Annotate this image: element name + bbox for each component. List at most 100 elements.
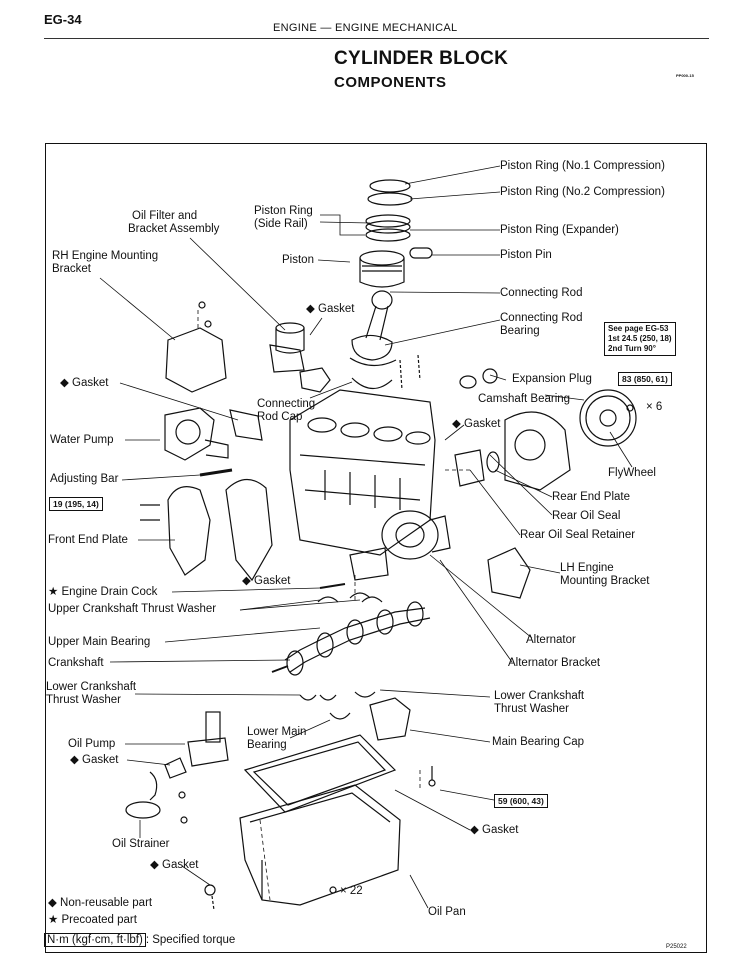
connecting-rod bbox=[349, 290, 397, 367]
rear-oil-seal bbox=[486, 451, 500, 473]
label-upper-main-bearing: Upper Main Bearing bbox=[48, 636, 151, 648]
label-alternator: Alternator bbox=[526, 634, 576, 646]
rh-mount-bracket bbox=[165, 327, 227, 393]
label-x6: × 6 bbox=[646, 401, 663, 413]
label-gasket-oil-pan: ◆ Gasket bbox=[470, 824, 519, 836]
label-piston-pin: Piston Pin bbox=[500, 249, 552, 261]
torque-spec-oil-pan: 59 (600, 43) bbox=[494, 794, 548, 808]
water-pump bbox=[164, 407, 229, 461]
section-title: ENGINE — ENGINE MECHANICAL bbox=[273, 22, 458, 34]
label-piston-ring-side: Piston Ring bbox=[254, 205, 313, 217]
legend-unit-desc: : Specified torque bbox=[145, 934, 236, 946]
torque-conrod-2nd: 2nd Turn 90° bbox=[608, 344, 656, 353]
rear-end-plate bbox=[504, 411, 571, 491]
label-piston-ring-no2: Piston Ring (No.2 Compression) bbox=[500, 186, 665, 198]
piston bbox=[359, 250, 405, 288]
label-gasket-water-pump: ◆ Gasket bbox=[60, 377, 109, 389]
lower-main-bearing bbox=[329, 712, 351, 720]
label-oil-filter: Oil Filter and bbox=[132, 210, 198, 222]
legend-precoated: ★ Precoated part bbox=[48, 914, 137, 926]
legend-unit-box: N·m (kgf·cm, ft·lbf) bbox=[44, 933, 146, 947]
label-gasket-oil-pump: ◆ Gasket bbox=[70, 754, 119, 766]
label-flywheel: FlyWheel bbox=[608, 467, 656, 479]
label-lower-thrust-right: Lower Crankshaft bbox=[494, 690, 585, 702]
label-gasket-rear: ◆ Gasket bbox=[452, 418, 501, 430]
label-lh-mount-2: Mounting Bracket bbox=[560, 575, 650, 587]
label-lh-mount: LH Engine bbox=[560, 562, 614, 574]
alternator-bracket bbox=[349, 547, 389, 581]
label-lower-thrust-left: Lower Crankshaft bbox=[46, 681, 137, 693]
doc-code: PP000-15 bbox=[676, 73, 694, 78]
label-piston-ring-expander: Piston Ring (Expander) bbox=[500, 224, 619, 236]
drain-plug-gasket bbox=[204, 884, 216, 896]
rear-oil-seal-retainer bbox=[454, 449, 485, 487]
label-lower-main-bearing-2: Bearing bbox=[247, 739, 287, 751]
main-bearing-cap bbox=[369, 697, 411, 741]
label-camshaft-bearing: Camshaft Bearing bbox=[478, 393, 571, 405]
label-gasket-filter: ◆ Gasket bbox=[306, 303, 355, 315]
label-rear-end-plate: Rear End Plate bbox=[552, 491, 630, 503]
torque-spec-front-plate: 19 (195, 14) bbox=[49, 497, 103, 511]
label-oil-strainer: Oil Strainer bbox=[112, 838, 170, 850]
label-lower-thrust-right-2: Thrust Washer bbox=[494, 703, 569, 715]
upper-thrust-washer-1 bbox=[317, 596, 339, 603]
piston-rings bbox=[365, 179, 413, 242]
label-piston: Piston bbox=[282, 254, 314, 266]
label-rh-mount: RH Engine Mounting bbox=[52, 250, 159, 262]
torque-conrod-1st: 1st 24.5 (250, 18) bbox=[608, 334, 672, 343]
expansion-plug bbox=[482, 368, 498, 384]
label-water-pump: Water Pump bbox=[50, 434, 114, 446]
pump-gasket bbox=[164, 757, 187, 779]
engine-block bbox=[289, 389, 436, 556]
header-rule bbox=[44, 38, 709, 39]
flywheel bbox=[579, 389, 637, 447]
label-conrod-cap: Connecting bbox=[257, 398, 316, 410]
leader-lines bbox=[99, 165, 633, 909]
oil-pan-gasket bbox=[243, 734, 397, 813]
label-piston-ring-no1: Piston Ring (No.1 Compression) bbox=[500, 160, 665, 172]
oil-pump bbox=[187, 711, 229, 767]
page-subtitle: COMPONENTS bbox=[334, 74, 447, 91]
torque-conrod-ref: See page EG-53 bbox=[608, 324, 669, 333]
label-drain-cock: ★ Engine Drain Cock bbox=[48, 586, 158, 598]
page-title: CYLINDER BLOCK bbox=[334, 48, 509, 69]
label-conrod-bearing: Connecting Rod bbox=[500, 312, 583, 324]
lh-mount-bracket bbox=[487, 547, 531, 599]
label-crankshaft: Crankshaft bbox=[48, 657, 104, 669]
label-connecting-rod: Connecting Rod bbox=[500, 287, 583, 299]
label-conrod-cap-2: Rod Cap bbox=[257, 411, 303, 423]
label-oil-pump: Oil Pump bbox=[68, 738, 116, 750]
water-pump-gasket bbox=[229, 409, 263, 441]
label-x22: × 22 bbox=[340, 885, 363, 897]
camshaft-bearing bbox=[459, 375, 477, 389]
oil-pan bbox=[239, 784, 401, 906]
label-rh-mount-2: Bracket bbox=[52, 263, 91, 275]
label-piston-ring-side-2: (Side Rail) bbox=[254, 218, 308, 230]
label-lower-main-bearing: Lower Main bbox=[247, 726, 307, 738]
legend-non-reusable: ◆ Non-reusable part bbox=[48, 897, 153, 909]
filter-gasket bbox=[299, 367, 331, 393]
page-number: EG-34 bbox=[44, 12, 82, 27]
alternator bbox=[381, 510, 451, 560]
label-rear-oil-seal-retainer: Rear Oil Seal Retainer bbox=[520, 529, 636, 541]
label-oil-filter-2: Bracket Assembly bbox=[128, 223, 220, 235]
label-main-bearing-cap: Main Bearing Cap bbox=[492, 736, 585, 748]
label-expansion-plug: Expansion Plug bbox=[512, 373, 592, 385]
label-gasket-block: ◆ Gasket bbox=[242, 575, 291, 587]
front-end-plate bbox=[167, 486, 211, 576]
oil-filter bbox=[269, 322, 305, 373]
label-lower-thrust-left-2: Thrust Washer bbox=[46, 694, 121, 706]
figure-id: P25022 bbox=[666, 944, 687, 950]
piston-pin bbox=[409, 247, 433, 259]
diagram-frame bbox=[45, 143, 707, 953]
label-alternator-bracket: Alternator Bracket bbox=[508, 657, 601, 669]
label-upper-thrust-washer: Upper Crankshaft Thrust Washer bbox=[48, 603, 217, 615]
label-gasket-drain: ◆ Gasket bbox=[150, 859, 199, 871]
oil-strainer bbox=[125, 771, 161, 819]
label-rear-oil-seal: Rear Oil Seal bbox=[552, 510, 621, 522]
label-adjusting-bar: Adjusting Bar bbox=[50, 473, 119, 485]
label-front-end-plate: Front End Plate bbox=[48, 534, 128, 546]
label-conrod-bearing-2: Bearing bbox=[500, 325, 540, 337]
torque-spec-conrod: See page EG-53 1st 24.5 (250, 18) 2nd Tu… bbox=[604, 322, 676, 356]
